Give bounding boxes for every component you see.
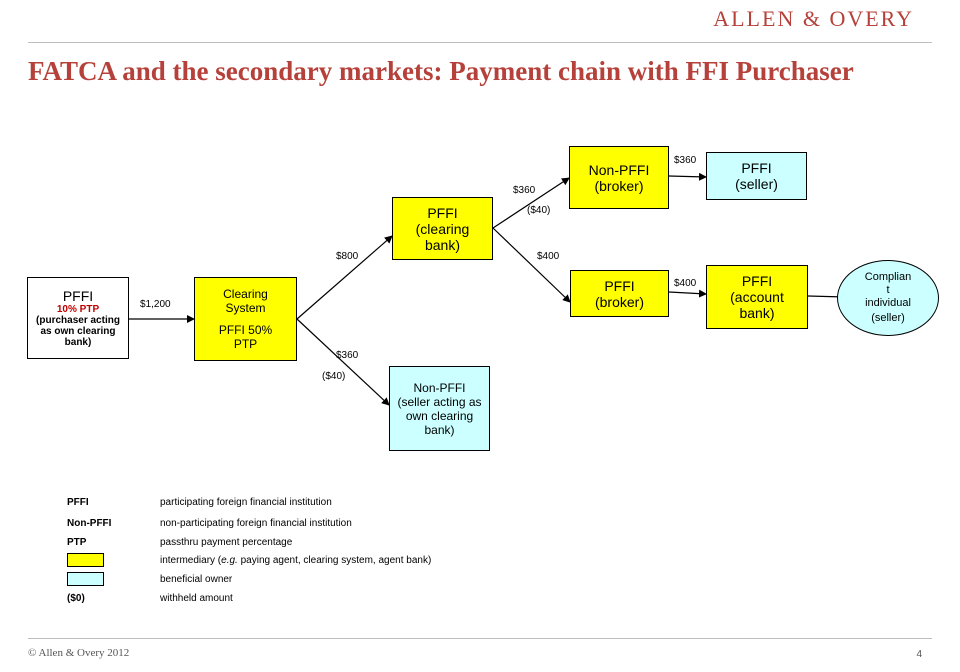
node-clearing-system-ptp: PFFI 50% PTP xyxy=(218,323,273,351)
slide-title: FATCA and the secondary markets: Payment… xyxy=(28,56,854,86)
node-compliant-individual: Complian t individual (seller) xyxy=(837,260,939,336)
legend-swatch-intermediary xyxy=(67,553,104,567)
node-clearing-system-title: Clearing System xyxy=(223,287,268,315)
node-pffi-purchaser-title: PFFI xyxy=(62,288,94,304)
footer-rule xyxy=(28,638,932,639)
node-pffi-broker: PFFI (broker) xyxy=(570,270,669,317)
node-compliant-individual-role: (seller) xyxy=(871,312,905,324)
arrow-nonpffi-broker-to-seller xyxy=(668,172,707,181)
arrow-clearing-to-nonpffi-bank xyxy=(296,318,390,406)
node-pffi-clearing-bank: PFFI (clearing bank) xyxy=(392,197,493,260)
withheld-40-lower: ($40) xyxy=(322,371,346,382)
legend-key-pffi: PFFI xyxy=(67,497,89,508)
node-pffi-purchaser: PFFI 10% PTP (purchaser acting as own cl… xyxy=(27,277,129,359)
node-pffi-account-bank-label: PFFI (account bank) xyxy=(730,273,784,321)
withheld-40-upper: ($40) xyxy=(527,205,551,216)
legend-desc-intermediary: intermediary (e.g. paying agent, clearin… xyxy=(160,555,431,566)
node-pffi-purchaser-ptp: 10% PTP xyxy=(56,304,100,315)
arrow-clearing-to-clearing-bank xyxy=(296,235,393,320)
legend-key-withheld: ($0) xyxy=(67,593,85,604)
node-pffi-seller-label: PFFI (seller) xyxy=(735,160,778,192)
header-rule xyxy=(28,42,932,43)
legend-desc-nonpffi: non-participating foreign financial inst… xyxy=(160,518,352,529)
legend-swatch-beneficial-owner xyxy=(67,572,104,586)
arrow-clearing-bank-to-pffi-broker xyxy=(492,227,571,303)
legend-key-ptp: PTP xyxy=(67,537,87,548)
node-nonpffi-seller-bank-label: Non-PFFI (seller acting as own clearing … xyxy=(397,380,482,437)
amount-360-lower: $360 xyxy=(336,350,359,361)
legend-desc-withheld: withheld amount xyxy=(160,593,233,604)
legend-desc-intermediary-pre: intermediary ( xyxy=(160,555,222,566)
footer-copyright: © Allen & Overy 2012 xyxy=(28,647,130,659)
legend-desc-intermediary-em: e.g. xyxy=(221,555,238,566)
node-pffi-seller: PFFI (seller) xyxy=(706,152,807,200)
amount-400-account-bank: $400 xyxy=(674,278,697,289)
node-nonpffi-broker-label: Non-PFFI (broker) xyxy=(588,161,650,194)
amount-800: $800 xyxy=(336,251,359,262)
node-nonpffi-broker: Non-PFFI (broker) xyxy=(569,146,669,209)
legend-desc-beneficial-owner: beneficial owner xyxy=(160,574,233,585)
allen-overy-logo: ALLEN & OVERY xyxy=(713,6,914,31)
amount-400-lower: $400 xyxy=(537,251,560,262)
amount-1200: $1,200 xyxy=(140,299,171,310)
node-pffi-purchaser-note: (purchaser acting as own clearing bank) xyxy=(36,315,120,348)
amount-360-upper: $360 xyxy=(513,185,536,196)
legend-desc-intermediary-post: paying agent, clearing system, agent ban… xyxy=(237,555,432,566)
arrow-pffi-broker-to-account-bank xyxy=(668,289,707,298)
arrow-clearing-bank-to-nonpffi-broker xyxy=(492,177,570,229)
node-pffi-account-bank: PFFI (account bank) xyxy=(706,265,808,329)
node-compliant-individual-label: Complian t individual xyxy=(864,271,912,309)
node-pffi-clearing-bank-label: PFFI (clearing bank) xyxy=(415,204,470,253)
amount-360-seller: $360 xyxy=(674,155,697,166)
legend-desc-pffi: participating foreign financial institut… xyxy=(160,497,332,508)
legend-desc-ptp: passthru payment percentage xyxy=(160,537,293,548)
node-clearing-system: Clearing System PFFI 50% PTP xyxy=(194,277,297,361)
page-number: 4 xyxy=(916,649,922,660)
legend-key-nonpffi: Non-PFFI xyxy=(67,518,112,529)
node-nonpffi-seller-bank: Non-PFFI (seller acting as own clearing … xyxy=(389,366,490,451)
node-pffi-broker-label: PFFI (broker) xyxy=(594,277,644,310)
